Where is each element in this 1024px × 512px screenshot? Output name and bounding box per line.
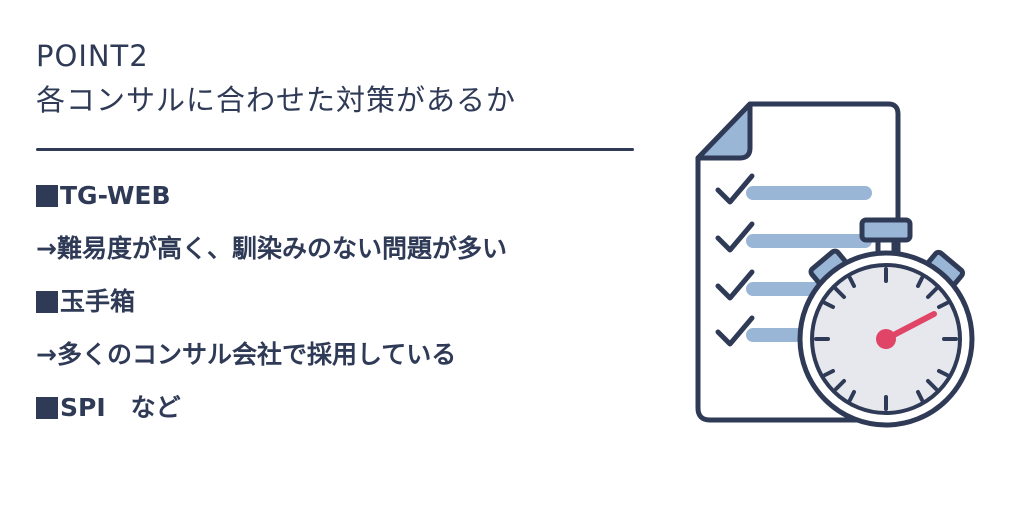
point-item-spi: SPI など	[36, 392, 676, 424]
point-item-text: →多くのコンサル会社で採用している	[36, 340, 457, 369]
point-item-text: →難易度が高く、馴染みのない問題が多い	[36, 234, 507, 263]
square-icon	[36, 397, 58, 419]
point-list: TG-WEB →難易度が高く、馴染みのない問題が多い 玉手箱 →多くのコンサル会…	[36, 180, 676, 445]
heading-divider	[36, 148, 634, 151]
check-row	[715, 269, 830, 301]
point-item-tgweb-detail: →難易度が高く、馴染みのない問題が多い	[36, 233, 676, 265]
check-row	[715, 173, 872, 205]
point-item-tgweb: TG-WEB	[36, 180, 676, 212]
heading-title: 各コンサルに合わせた対策があるか	[36, 83, 517, 117]
heading: POINT2 各コンサルに合わせた対策があるか	[36, 34, 636, 122]
check-row	[715, 221, 872, 253]
point-item-tamatebako-detail: →多くのコンサル会社で採用している	[36, 339, 676, 371]
point-item-tamatebako: 玉手箱	[36, 286, 676, 318]
stopwatch-icon	[797, 217, 975, 428]
square-icon	[36, 291, 58, 313]
square-icon	[36, 185, 58, 207]
point-item-text: TG-WEB	[60, 181, 171, 210]
heading-point-label: POINT2	[36, 39, 149, 73]
illustration	[695, 101, 975, 428]
point-item-text: 玉手箱	[60, 287, 136, 316]
point-item-text: SPI など	[60, 393, 181, 422]
